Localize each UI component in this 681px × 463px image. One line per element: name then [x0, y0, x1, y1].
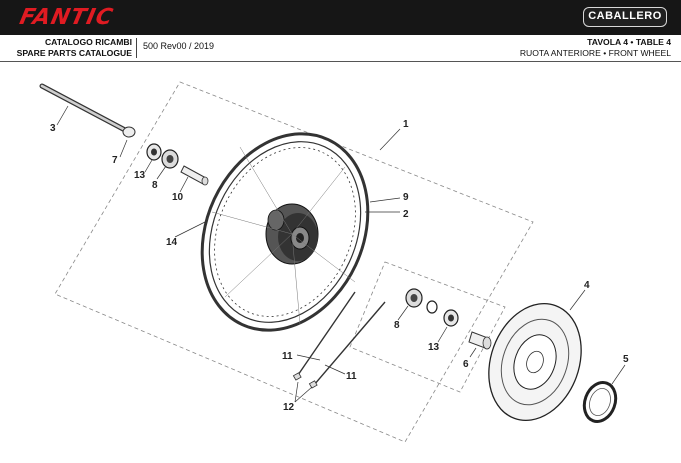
spokes — [211, 146, 356, 325]
brake-disc — [488, 302, 582, 422]
callout-3: 3 — [50, 123, 56, 134]
loose-spokes — [292, 291, 386, 389]
callout-8-right: 8 — [394, 320, 400, 331]
callout-12: 12 — [283, 402, 295, 413]
callout-leaders — [56, 105, 626, 403]
callout-7: 7 — [112, 155, 118, 166]
callout-13-right: 13 — [428, 342, 440, 353]
exploded-diagram: 3 7 13 8 10 14 1 9 2 4 5 6 8 13 11 11 12 — [39, 81, 629, 443]
callout-9: 9 — [403, 192, 409, 203]
catalog-title-it: CATALOGO RICAMBI — [44, 37, 132, 47]
sensor-ring — [582, 381, 618, 423]
right-bearing-set — [405, 288, 459, 327]
table-title: TAVOLA 4 • TABLE 4 RUOTA ANTERIORE • FRO… — [520, 37, 671, 59]
callout-11-b: 11 — [346, 371, 357, 382]
table-description: RUOTA ANTERIORE • FRONT WHEEL — [519, 48, 671, 58]
caballero-badge: CABALLERO — [583, 7, 667, 27]
callout-14: 14 — [166, 237, 178, 248]
catalog-title: CATALOGO RICAMBI SPARE PARTS CATALOGUE — [0, 35, 135, 60]
right-spacer-part — [468, 331, 492, 350]
callout-10: 10 — [172, 192, 184, 203]
axle-part — [39, 83, 136, 138]
callout-4: 4 — [584, 280, 590, 291]
callout-11-a: 11 — [282, 351, 293, 362]
header-divider — [136, 38, 137, 58]
callout-13-left: 13 — [134, 170, 146, 181]
callout-2: 2 — [403, 209, 409, 220]
edition-label: 500 Rev00 / 2019 — [143, 41, 215, 51]
callout-1: 1 — [403, 119, 409, 130]
catalog-title-en: SPARE PARTS CATALOGUE — [16, 48, 132, 58]
spacer-part — [180, 165, 209, 186]
callout-8-left: 8 — [152, 180, 158, 191]
assembly-outline — [54, 81, 534, 443]
fantic-logo: FANTIC — [17, 5, 116, 30]
top-bar: FANTIC CABALLERO — [0, 0, 681, 35]
left-bearing-set — [146, 143, 179, 169]
callout-6: 6 — [463, 359, 469, 370]
callout-5: 5 — [623, 354, 629, 365]
wheel-rim — [200, 132, 370, 332]
catalog-header: CATALOGO RICAMBI SPARE PARTS CATALOGUE 5… — [0, 35, 681, 62]
table-number: TAVOLA 4 • TABLE 4 — [587, 37, 671, 47]
